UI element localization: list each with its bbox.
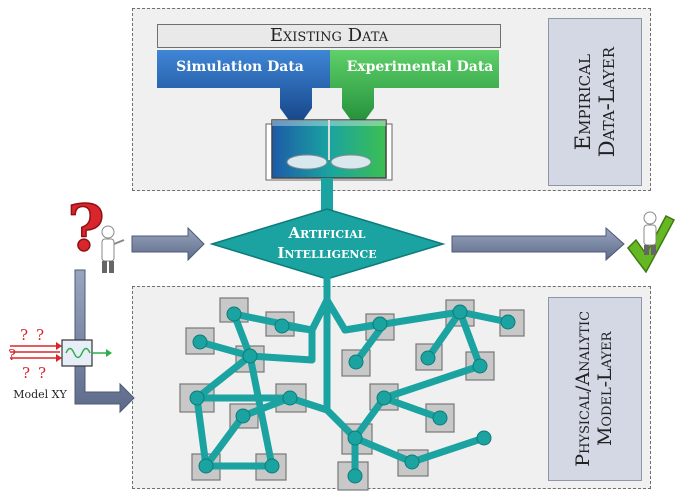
- model-xy-label: Model XY: [13, 388, 67, 401]
- experimental-data-label: Experimental Data: [347, 59, 494, 75]
- ai-label-line1: Artificial: [287, 224, 365, 242]
- model-feed-arrow: [74, 269, 135, 414]
- trunk-top: [321, 178, 333, 212]
- question-person-icon: ?: [67, 190, 125, 273]
- data-layer-label-box: Empirical Data-Layer: [548, 18, 642, 186]
- question-mark-2: ?: [36, 326, 44, 344]
- question-mark-5: ?: [38, 364, 46, 382]
- network-nodes: [189, 304, 516, 484]
- simulation-data-label: Simulation Data: [176, 59, 304, 75]
- input-arrow: [131, 226, 205, 262]
- checkmark-person-icon: [627, 211, 676, 274]
- output-arrow: [451, 226, 625, 262]
- network-lines: [193, 271, 512, 480]
- svg-text:?: ?: [67, 191, 105, 266]
- question-mark-3: ?: [8, 346, 16, 364]
- model-layer-label-box: Physical/Analytic Model-Layer: [548, 297, 642, 481]
- simulation-data-arrow: [157, 50, 330, 130]
- existing-data-box: Existing Data: [157, 24, 501, 48]
- question-mark-4: ?: [22, 364, 30, 382]
- ai-diamond: [209, 208, 446, 280]
- mixing-tank: [265, 119, 393, 181]
- ai-label-line2: Intelligence: [277, 244, 376, 262]
- question-mark-1: ?: [20, 326, 28, 344]
- experimental-data-arrow: [330, 50, 499, 130]
- model-xy-block: [10, 339, 112, 367]
